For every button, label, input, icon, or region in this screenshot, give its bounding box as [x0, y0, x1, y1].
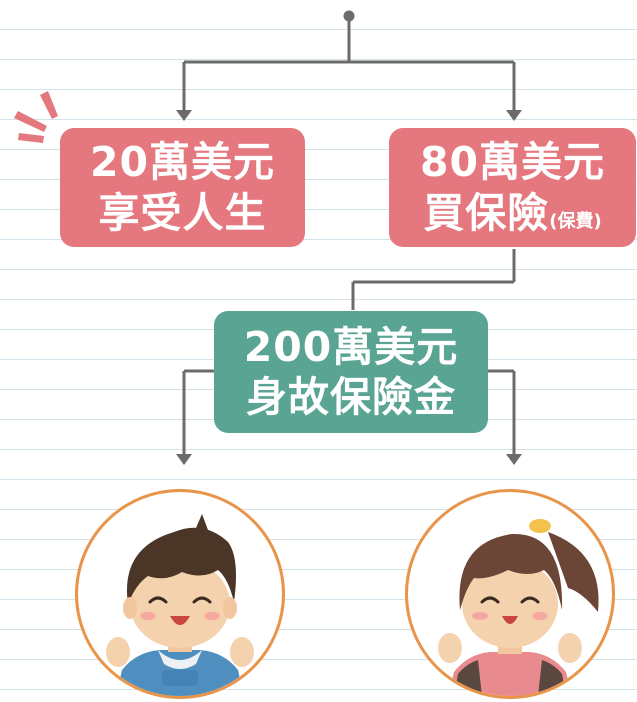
girl-icon	[438, 519, 599, 696]
arrow-down-icon	[506, 454, 522, 465]
start-dot	[343, 10, 355, 22]
death-benefit-box: 200萬美元 身故保險金	[214, 311, 488, 433]
boy-icon	[106, 514, 254, 696]
arrow-down-icon	[176, 110, 192, 121]
girl-avatar	[405, 489, 615, 699]
arrow-down-icon	[176, 454, 192, 465]
insurance-amount: 80萬美元	[419, 138, 606, 187]
boy-avatar	[75, 489, 285, 699]
benefit-amount: 200萬美元	[243, 322, 459, 371]
insurance-note: (保費)	[549, 210, 602, 232]
enjoy-amount: 20萬美元	[89, 138, 276, 187]
enjoy-label: 享受人生	[98, 188, 267, 237]
insurance-label: 買保險	[423, 188, 550, 237]
arrow-down-icon	[506, 110, 522, 121]
insurance-label-row: 買保險(保費)	[423, 188, 601, 238]
enjoy-life-box: 20萬美元 享受人生	[60, 128, 305, 247]
benefit-label: 身故保險金	[246, 373, 456, 421]
buy-insurance-box: 80萬美元 買保險(保費)	[389, 128, 636, 247]
burst-icon	[14, 91, 58, 143]
